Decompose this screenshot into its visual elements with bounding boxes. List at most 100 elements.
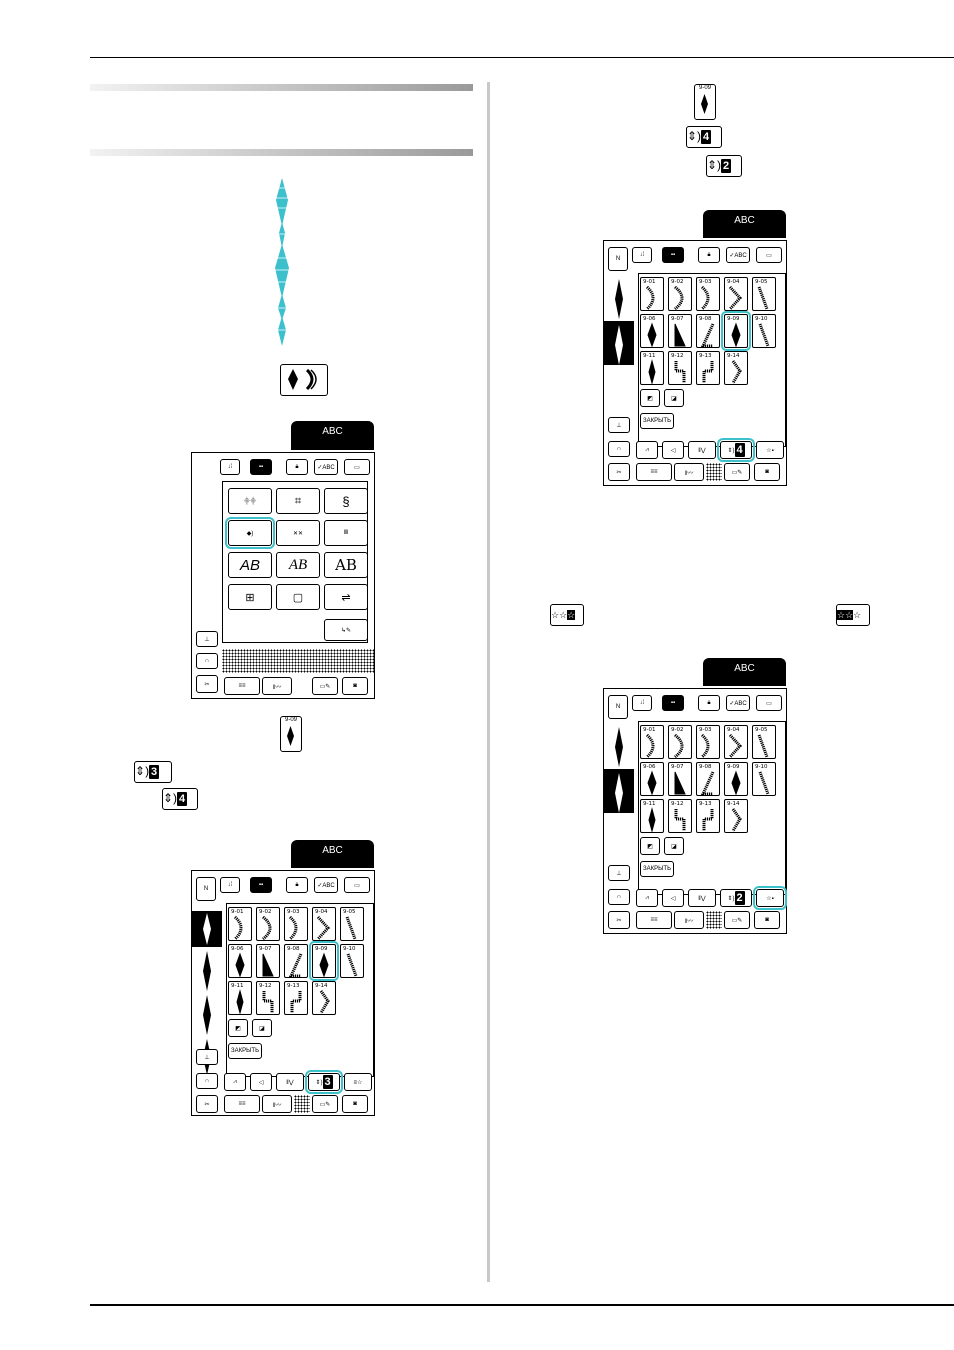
stitch-length-icon[interactable]: ‖〰: [262, 1095, 292, 1113]
stitch-cell[interactable]: 9-09: [309, 941, 339, 981]
stitch-cell[interactable]: 9-14: [724, 351, 748, 385]
stitch-cell[interactable]: 9-01: [228, 907, 252, 941]
width-selector-button[interactable]: ⇕)2: [720, 889, 752, 907]
reverse-icon[interactable]: ∩: [196, 653, 218, 669]
width-icon[interactable]: ‖⋁: [276, 1073, 304, 1091]
stitch-cell[interactable]: 9-06: [640, 762, 664, 796]
stitch-cell[interactable]: 9-07: [668, 314, 692, 348]
presser-foot-icon[interactable]: ⊥: [608, 865, 630, 881]
satin-stitch-category-icon[interactable]: [280, 364, 328, 396]
scissors-icon[interactable]: ✂: [608, 911, 630, 929]
presser-foot-icon[interactable]: ⊥: [608, 417, 630, 433]
memory-save-icon[interactable]: ▭✎: [724, 463, 750, 481]
triangle-icon[interactable]: ◁: [250, 1073, 272, 1091]
stitch-cell[interactable]: 9-08: [284, 944, 308, 978]
bobbin-icon[interactable]: ◙: [754, 911, 780, 929]
presser-foot-icon[interactable]: ⊥: [196, 1049, 218, 1065]
stitch-cell[interactable]: 9-10: [752, 762, 776, 796]
stitch-cell[interactable]: 9-13: [696, 351, 720, 385]
memory-save-icon[interactable]: ▭✎: [724, 911, 750, 929]
stitch-cell[interactable]: 9-10: [340, 944, 364, 978]
triangle-icon[interactable]: ◁: [662, 441, 684, 459]
stitch-cell[interactable]: 9-07: [668, 762, 692, 796]
repeat-icon[interactable]: ≡☆: [344, 1073, 372, 1091]
usb-icon[interactable]: ⇌: [324, 584, 368, 610]
width-selector-3-icon[interactable]: ⇕)3: [134, 761, 172, 783]
page-next-button[interactable]: ◪: [252, 1019, 272, 1037]
stitch-cell[interactable]: 9-11: [640, 351, 664, 385]
stitch-cell[interactable]: 9-14: [312, 981, 336, 1015]
category-decorative-3[interactable]: §: [324, 488, 368, 514]
needle-icon[interactable]: ↓⁞: [632, 695, 652, 711]
triangle-icon[interactable]: ◁: [662, 889, 684, 907]
reverse-icon[interactable]: ∩: [608, 441, 630, 457]
reverse-icon[interactable]: ∩: [608, 889, 630, 905]
mirror-icon[interactable]: ⩘: [636, 441, 658, 459]
close-button[interactable]: ЗАКРЫТЬ: [640, 861, 674, 877]
stitch-cell[interactable]: 9-10: [752, 314, 776, 348]
n-mode-icon[interactable]: N: [608, 695, 628, 719]
stitch-cell[interactable]: 9-12: [668, 351, 692, 385]
tension-icon[interactable]: ≡≡: [224, 1095, 260, 1113]
memory-save-icon[interactable]: ▭✎: [312, 1095, 338, 1113]
repeat-icon[interactable]: ☆▪: [753, 886, 787, 910]
category-font-block[interactable]: AB: [228, 552, 272, 578]
n-mode-icon[interactable]: N: [608, 247, 628, 271]
page-next-button[interactable]: ◪: [664, 837, 684, 855]
stitch-cell[interactable]: 9-02: [668, 725, 692, 759]
needle-icon[interactable]: ↓⁞: [632, 247, 652, 263]
mirror-icon[interactable]: ⩘: [224, 1073, 246, 1091]
stitch-length-icon[interactable]: ‖〰: [674, 463, 704, 481]
stitch-cell[interactable]: 9-05: [340, 907, 364, 941]
pattern-mode-button[interactable]: ▪▪: [250, 877, 272, 893]
page-prev-button[interactable]: ◩: [640, 837, 660, 855]
stitch-cell[interactable]: 9-06: [640, 314, 664, 348]
stitch-cell[interactable]: 9-03: [284, 907, 308, 941]
mirror-icon[interactable]: ⩘: [636, 889, 658, 907]
stitch-cell[interactable]: 9-04: [312, 907, 336, 941]
page-next-button[interactable]: ◪: [664, 389, 684, 407]
stitch-cell[interactable]: 9-08: [696, 762, 720, 796]
pattern-mode-button[interactable]: ▪▪: [250, 459, 272, 475]
close-button[interactable]: ЗАКРЫТЬ: [640, 413, 674, 429]
repeat-icon[interactable]: ☆▪: [756, 441, 784, 459]
lock-icon[interactable]: 🔒︎: [286, 459, 308, 475]
n-mode-icon[interactable]: N: [196, 877, 216, 901]
stitch-cell[interactable]: 9-08: [696, 314, 720, 348]
scissors-icon[interactable]: ✂: [608, 463, 630, 481]
memory-icon[interactable]: ▭: [756, 695, 782, 711]
stitch-cell[interactable]: 9-06: [228, 944, 252, 978]
bobbin-icon[interactable]: ◙: [342, 1095, 368, 1113]
stitch-cell[interactable]: 9-09: [721, 311, 751, 351]
stitch-cell[interactable]: 9-09: [724, 762, 748, 796]
bobbin-icon[interactable]: ◙: [754, 463, 780, 481]
width-selector-2-icon[interactable]: ⇕)2: [706, 155, 742, 177]
stitch-cell[interactable]: 9-11: [640, 799, 664, 833]
width-selector-button[interactable]: ⇕)3: [305, 1070, 343, 1094]
width-selector-4-icon[interactable]: ⇕)4: [162, 788, 198, 810]
width-selector-button[interactable]: ⇕)4: [717, 438, 755, 462]
check-abc-button[interactable]: ✓ABC: [726, 695, 750, 711]
single-repeat-icon[interactable]: ☆☆☆: [550, 604, 584, 626]
stitch-cell[interactable]: 9-14: [724, 799, 748, 833]
stitch-cell[interactable]: 9-12: [256, 981, 280, 1015]
stitch-909-icon[interactable]: 9-09: [280, 716, 302, 752]
stitch-cell[interactable]: 9-07: [256, 944, 280, 978]
stitch-cell[interactable]: 9-04: [724, 725, 748, 759]
stitch-909-icon[interactable]: 9-09: [694, 84, 716, 120]
stitch-cell[interactable]: 9-05: [752, 277, 776, 311]
lock-icon[interactable]: 🔒︎: [286, 877, 308, 893]
stitch-cell[interactable]: 9-02: [668, 277, 692, 311]
check-abc-button[interactable]: ✓ABC: [726, 247, 750, 263]
width-icon[interactable]: ‖⋁: [688, 441, 716, 459]
category-satin-stitch[interactable]: ◆): [225, 517, 275, 549]
pattern-icon[interactable]: ⊞: [228, 584, 272, 610]
needle-icon[interactable]: ↓⁞: [220, 459, 240, 475]
memory-icon[interactable]: ▭: [344, 877, 370, 893]
continuous-repeat-icon[interactable]: ☆☆☆: [836, 604, 870, 626]
category-decorative-2[interactable]: ⁑⁑: [276, 488, 320, 514]
width-selector-4-icon[interactable]: ⇕)4: [686, 126, 722, 148]
stitch-cell[interactable]: 9-01: [640, 277, 664, 311]
stitch-cell[interactable]: 9-02: [256, 907, 280, 941]
page-prev-button[interactable]: ◩: [640, 389, 660, 407]
